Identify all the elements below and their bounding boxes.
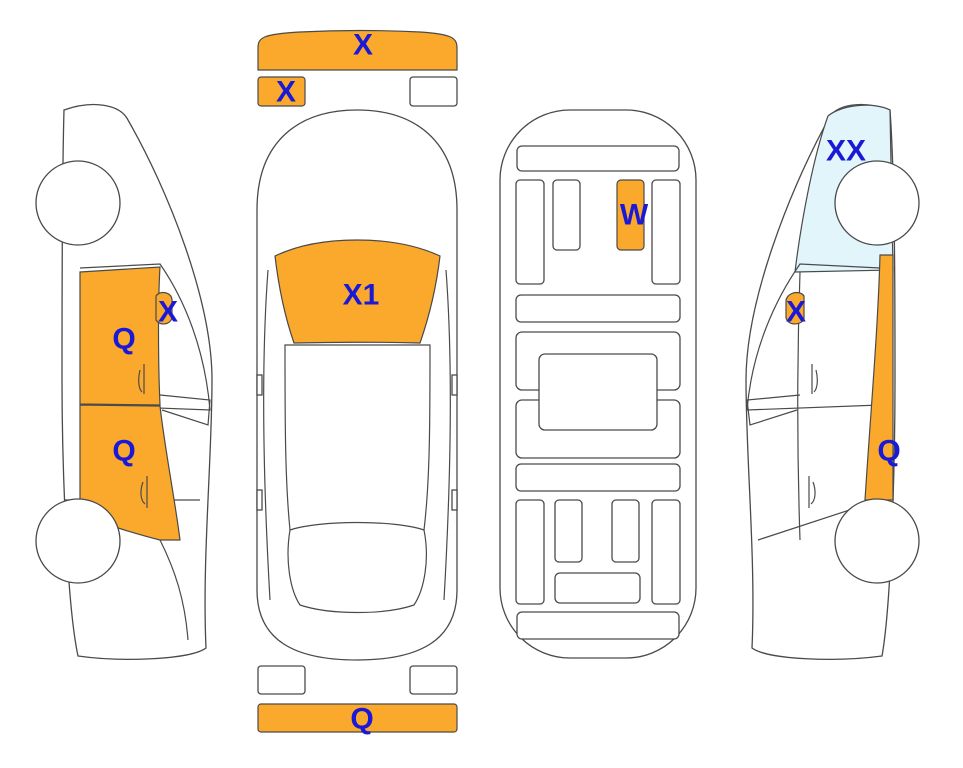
left-side-rear-curve — [159, 539, 189, 641]
right-mirror — [785, 291, 805, 325]
interior-right-rear-panel — [651, 499, 681, 605]
left-front-door-handle — [138, 364, 145, 394]
top-view-left-mirror — [256, 374, 263, 396]
top-view-left-marker — [256, 489, 263, 511]
interior-rear-shelf — [554, 572, 641, 604]
left-front-door-label: Q — [112, 323, 135, 356]
interior-rear-left-seat — [554, 499, 583, 563]
interior-left-rear-panel — [515, 499, 545, 605]
left-mirror — [155, 291, 173, 325]
windshield-label: X1 — [343, 279, 380, 312]
interior-rear-bench — [515, 463, 681, 492]
right-rocker-label: Q — [877, 435, 900, 468]
left-rear-door-label: Q — [112, 435, 135, 468]
top-view-rear-window — [287, 529, 427, 614]
right-side-belt-line — [746, 394, 801, 426]
interior-left-front-panel — [515, 179, 545, 285]
right-side-view: XX X Q — [745, 103, 920, 660]
top-view-right-side-line — [443, 269, 451, 601]
left-mirror-label: X — [158, 296, 178, 329]
left-rear-wheel — [35, 498, 121, 584]
right-rear-door-handle — [808, 476, 816, 508]
top-view: X X X1 Q — [256, 29, 458, 736]
top-view-body — [256, 109, 458, 661]
interior-driver-seat — [552, 179, 581, 251]
front-left-lamp — [257, 76, 306, 107]
left-side-view: Q Q X — [35, 103, 213, 660]
interior-seat-label: W — [620, 199, 649, 232]
right-mirror-label: X — [786, 296, 806, 329]
interior-rear-right-seat — [611, 499, 640, 563]
left-front-wheel — [35, 160, 121, 246]
interior-right-front-panel — [651, 179, 681, 285]
interior-front-bench — [515, 294, 681, 323]
right-front-door-handle — [811, 364, 818, 394]
front-right-lamp — [409, 76, 458, 107]
front-bumper-label: X — [353, 29, 373, 62]
left-side-belt-line — [159, 394, 211, 426]
front-left-lamp-label: X — [276, 76, 296, 109]
rear-bumper — [257, 703, 458, 733]
right-front-wheel — [834, 160, 920, 246]
interior-trunk — [516, 611, 680, 640]
front-bumper — [257, 29, 458, 71]
right-rear-wheel — [834, 498, 920, 584]
top-view-right-marker — [451, 489, 458, 511]
top-view-left-side-line — [263, 269, 271, 601]
left-rear-door-handle — [140, 476, 148, 508]
right-glass-label: XX — [826, 135, 866, 168]
rear-right-lamp — [409, 665, 458, 695]
rear-bumper-label: Q — [350, 703, 373, 736]
interior-view: W — [499, 109, 697, 659]
interior-center-console — [538, 353, 658, 431]
top-view-right-mirror — [451, 374, 458, 396]
top-view-roof-outline — [284, 344, 431, 531]
interior-passenger-seat — [616, 179, 645, 251]
windshield — [274, 239, 441, 344]
right-side-window-line — [746, 263, 881, 411]
left-side-window-line — [79, 263, 211, 411]
right-rocker-panel — [864, 254, 894, 501]
rear-left-lamp — [257, 665, 306, 695]
interior-dashboard — [516, 145, 680, 172]
